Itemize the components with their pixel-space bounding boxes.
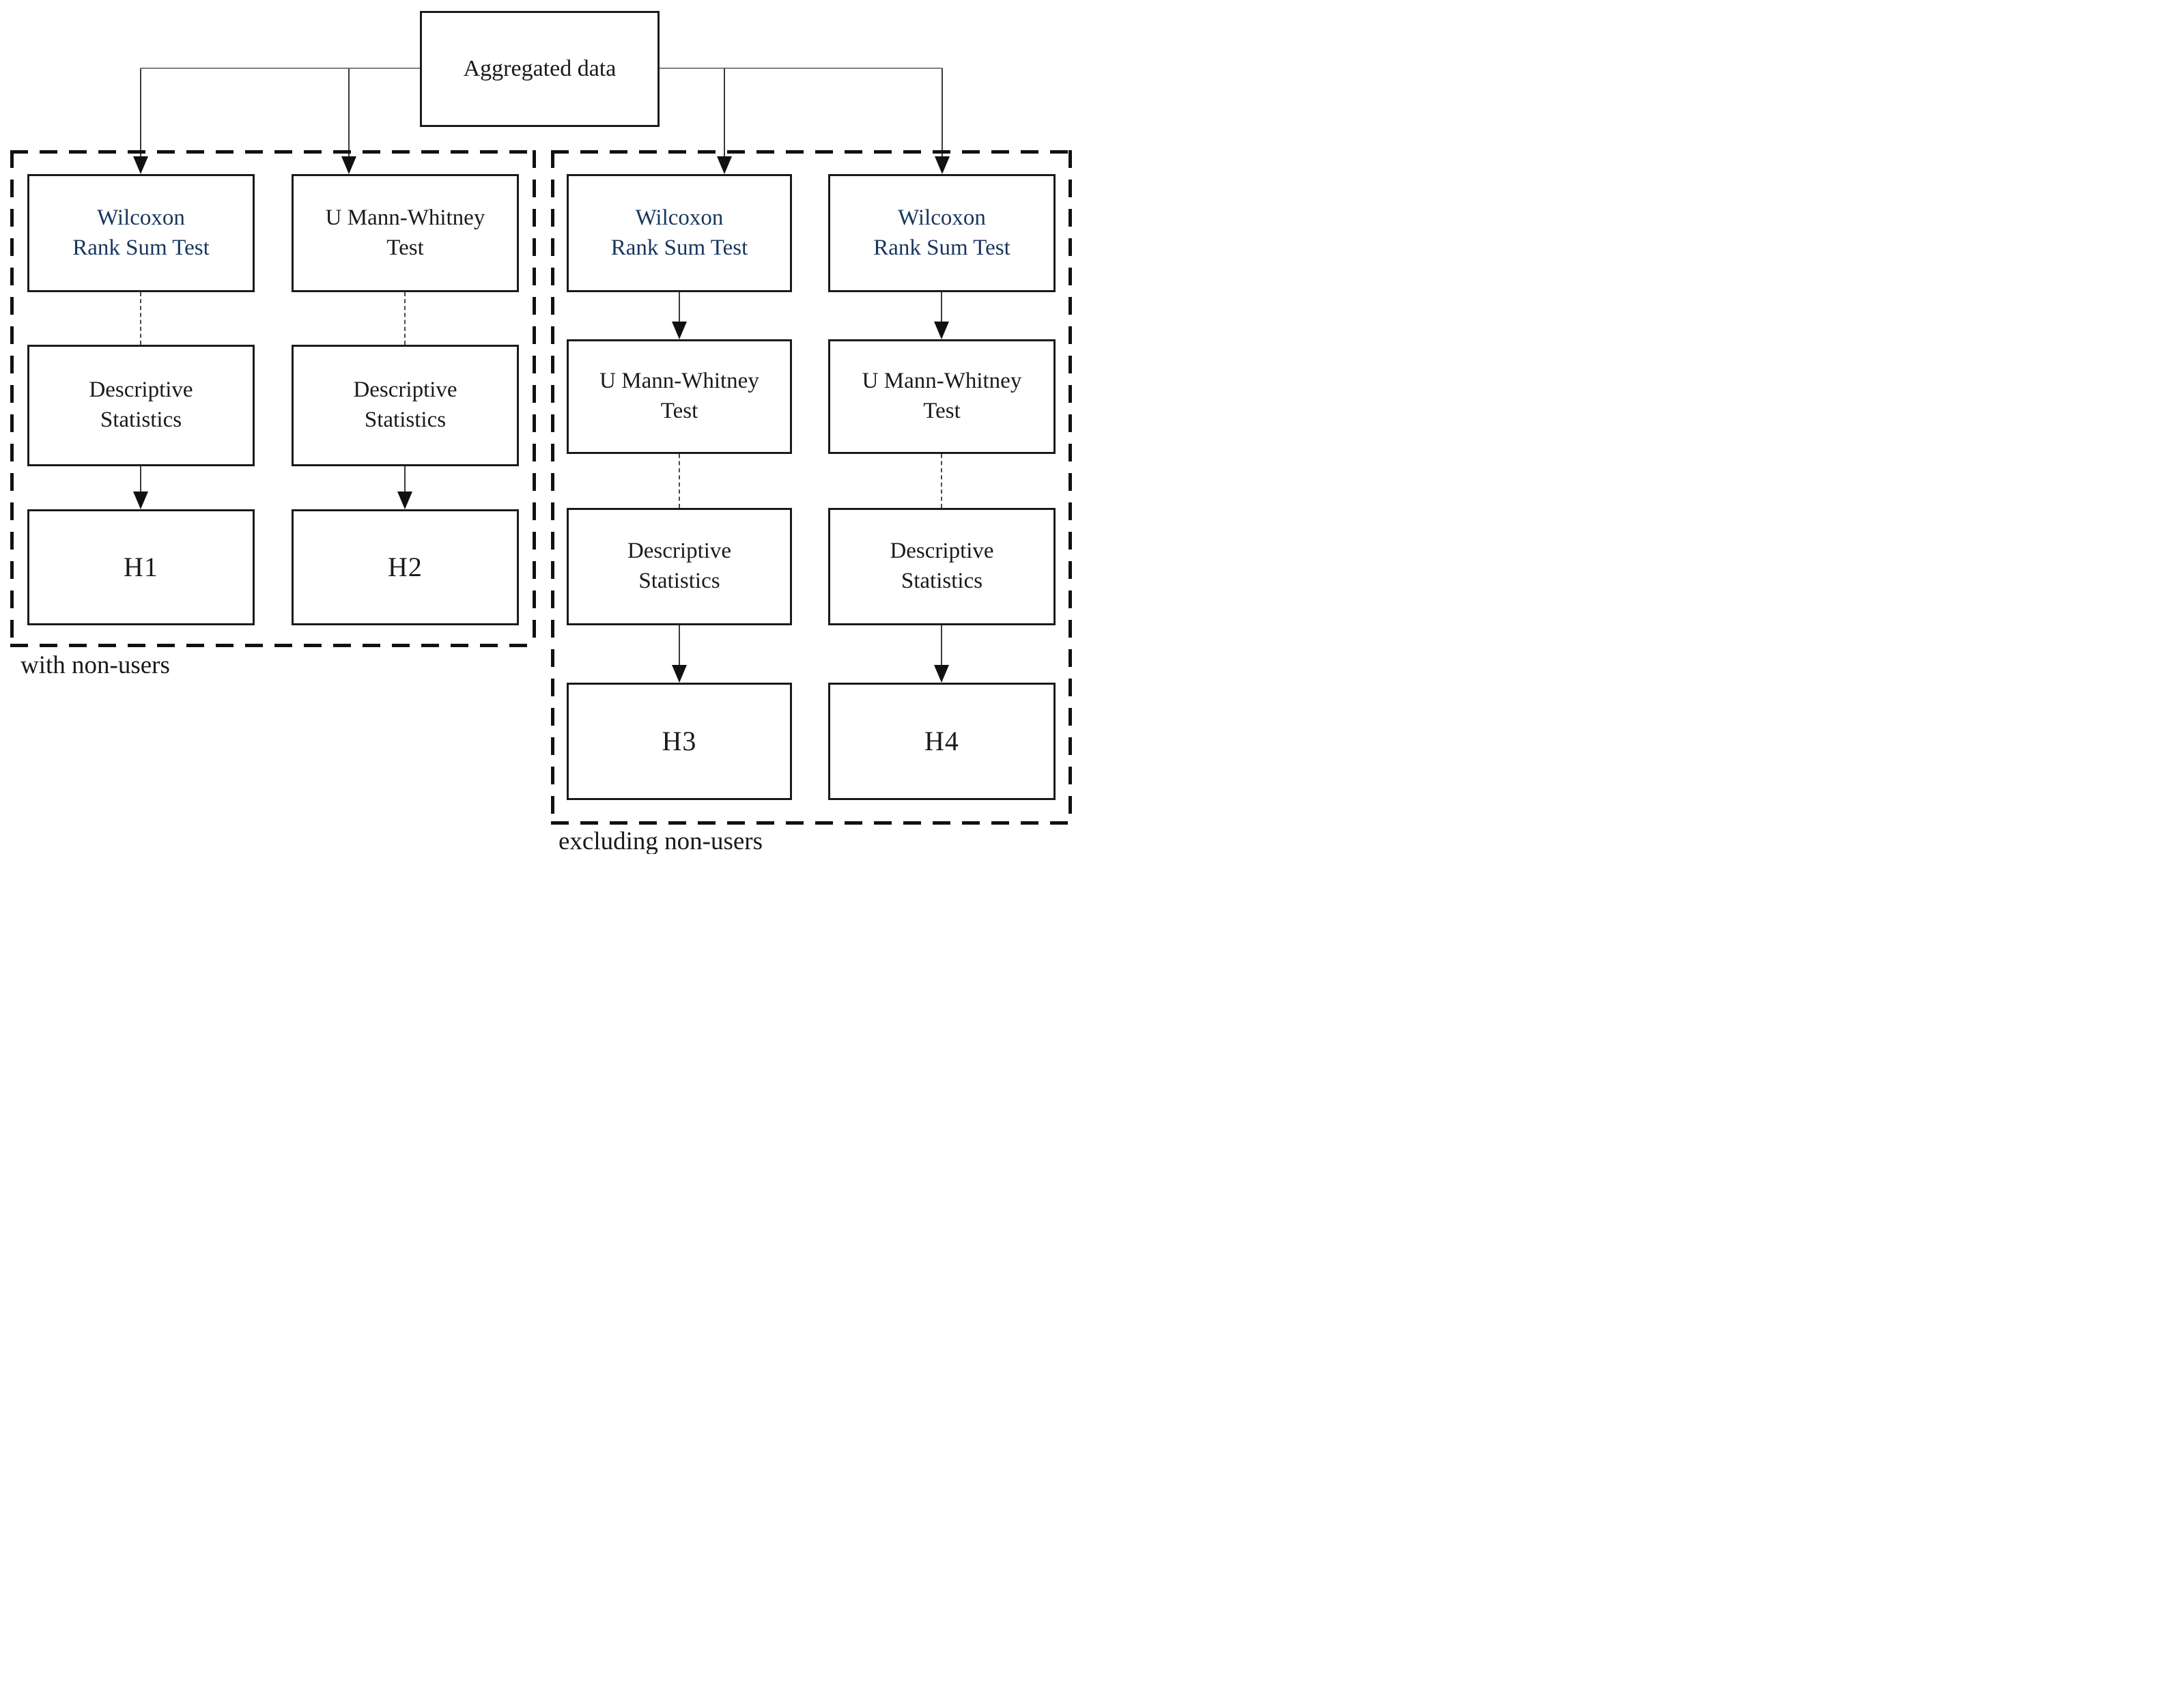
group-with-nonusers-border-right [533,150,536,647]
arrowhead-col3-top [717,156,732,174]
arrow-line-col4-umw [941,292,942,322]
box-h2: H2 [292,509,519,625]
box-wilcoxon-col1: Wilcoxon Rank Sum Test [27,174,255,292]
group-with-nonusers-border-left [10,150,14,647]
group-excluding-nonusers-border-bottom [551,821,1072,825]
arrowhead-col2-top [341,156,356,174]
box-descriptive-col4: Descriptive Statistics [828,508,1056,625]
box-descriptive-col3: Descriptive Statistics [567,508,792,625]
arrow-line-col4-h [941,625,942,666]
box-wilcoxon-col3: Wilcoxon Rank Sum Test [567,174,792,292]
dashed-connector-col2 [404,292,406,345]
arrow-line-col3-umw [679,292,680,322]
arrowhead-col4-top [935,156,950,174]
dashed-connector-col4 [941,454,942,508]
arrow-line-col2-h [404,466,406,492]
arrowhead-col4-umw [934,322,949,339]
group-with-nonusers-border-bottom [10,644,536,647]
arrowhead-col4-h [934,665,949,683]
group-excluding-nonusers-border-right [1069,150,1072,825]
arrowhead-col3-h [672,665,687,683]
drop-line-col4 [942,68,943,157]
flowchart-canvas: Aggregated data with non-users excluding… [0,0,1083,854]
arrowhead-col3-umw [672,322,687,339]
group-excluding-nonusers-border-left [551,150,554,825]
box-umannwhitney-col2: U Mann-Whitney Test [292,174,519,292]
box-h4: H4 [828,683,1056,800]
arrowhead-col2-h [397,492,412,509]
arrowhead-col1-h [133,492,148,509]
arrow-line-col1-h [140,466,141,492]
box-h3: H3 [567,683,792,800]
root-branch-line-left [141,68,420,69]
dashed-connector-col3 [679,454,680,508]
dashed-connector-col1 [140,292,141,345]
box-wilcoxon-col4: Wilcoxon Rank Sum Test [828,174,1056,292]
box-umannwhitney-col3: U Mann-Whitney Test [567,339,792,454]
aggregated-data-box: Aggregated data [420,11,660,127]
drop-line-col3 [724,68,725,157]
group-label-excluding-non-users: excluding non-users [558,827,763,854]
drop-line-col1 [140,68,141,157]
arrowhead-col1-top [133,156,148,174]
box-umannwhitney-col4: U Mann-Whitney Test [828,339,1056,454]
drop-line-col2 [348,68,350,157]
group-label-with-non-users: with non-users [20,651,170,679]
box-h1: H1 [27,509,255,625]
box-descriptive-col2: Descriptive Statistics [292,345,519,466]
group-with-nonusers-border-top [10,150,536,154]
group-excluding-nonusers-border-top [551,150,1072,154]
root-branch-line-right [660,68,942,69]
arrow-line-col3-h [679,625,680,666]
box-descriptive-col1: Descriptive Statistics [27,345,255,466]
